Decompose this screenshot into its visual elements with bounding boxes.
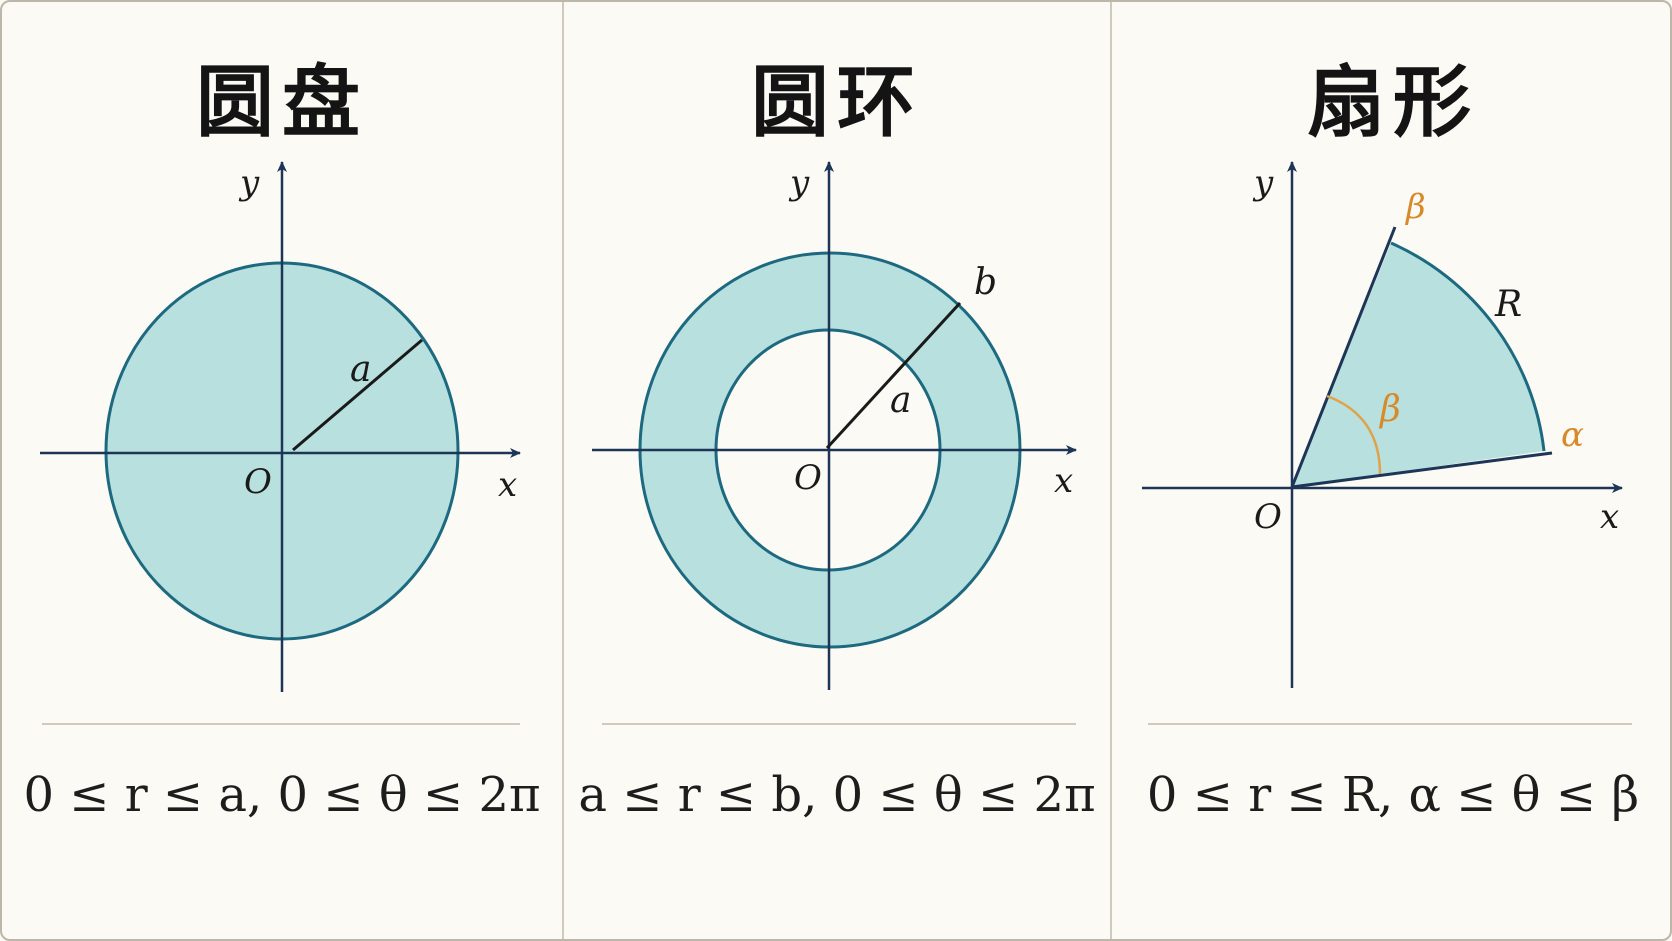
radius-label: a	[350, 349, 371, 390]
x-axis-label: x	[498, 465, 517, 505]
inner-radius-label: a	[890, 380, 911, 421]
origin-label: O	[244, 462, 272, 502]
separator-rule	[602, 723, 1076, 725]
panel-divider	[562, 2, 564, 939]
alpha-label: α	[1561, 415, 1584, 455]
separator-rule	[42, 723, 520, 725]
separator-rule	[1148, 723, 1632, 725]
annulus-diagram: x y O a b	[592, 161, 1077, 690]
origin-label: O	[794, 458, 822, 498]
radius-line	[825, 301, 962, 450]
y-axis-label: y	[1252, 163, 1274, 203]
sector-arc	[1390, 241, 1546, 452]
origin-label: O	[1254, 497, 1282, 537]
beta-ray	[1290, 226, 1397, 488]
y-axis-label: y	[788, 163, 810, 203]
radius-line	[292, 338, 423, 452]
sector-diagram: x y O R α β β	[1142, 161, 1623, 688]
radius-label: R	[1494, 284, 1522, 325]
disk-diagram: x y O a	[40, 161, 521, 692]
x-axis-label: x	[1054, 461, 1073, 501]
region-formula: 0 ≤ r ≤ a, 0 ≤ θ ≤ 2π	[23, 767, 541, 823]
panel-divider	[1110, 2, 1112, 939]
y-axis-label: y	[238, 163, 260, 203]
sector-region	[1292, 243, 1544, 487]
beta-label: β	[1404, 187, 1426, 227]
region-formula: 0 ≤ r ≤ R, α ≤ θ ≤ β	[1146, 767, 1640, 823]
panel-title: 扇形	[1306, 57, 1479, 148]
angle-arc	[1326, 394, 1382, 475]
panel-disk: 圆盘 x y O a 0 ≤ r ≤ a, 0 ≤ θ ≤ 2π	[2, 2, 562, 939]
x-axis-label: x	[1600, 497, 1619, 537]
outer-radius-label: b	[974, 262, 997, 303]
panel-annulus: 圆环 x y O a b a ≤ r ≤ b, 0 ≤ θ ≤ 2π	[564, 2, 1110, 939]
panel-title: 圆盘	[195, 57, 368, 148]
annulus-region	[640, 253, 1020, 647]
region-formula: a ≤ r ≤ b, 0 ≤ θ ≤ 2π	[578, 767, 1096, 823]
alpha-ray	[1291, 451, 1553, 489]
angle-label: β	[1378, 389, 1401, 430]
panel-sector: 扇形 x y O R α β β 0 ≤ r ≤ R, α ≤ θ ≤ β	[1112, 2, 1670, 939]
panel-title: 圆环	[750, 57, 923, 148]
